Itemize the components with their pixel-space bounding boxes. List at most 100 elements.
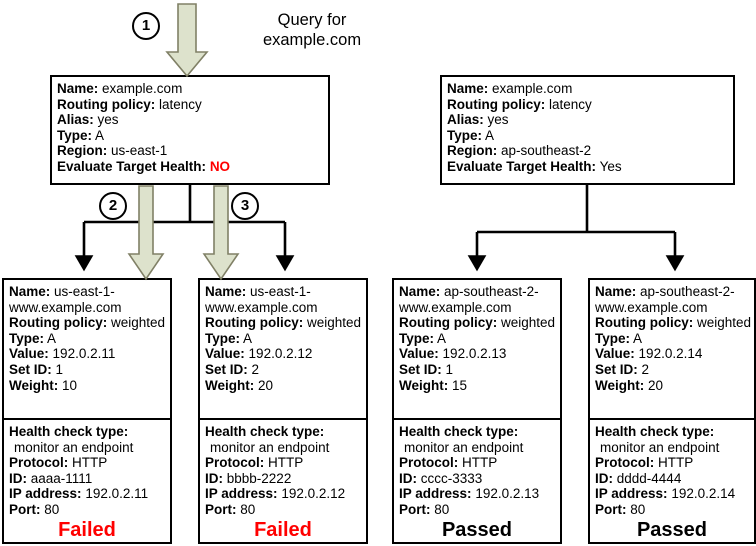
row-key: Value: bbox=[399, 346, 439, 362]
health-check-row: Protocol: HTTP bbox=[205, 455, 361, 471]
row-key: Alias: bbox=[447, 112, 484, 128]
row-value: 192.0.2.12 bbox=[248, 346, 313, 362]
row-value: 10 bbox=[62, 377, 78, 393]
step-marker-2: 2 bbox=[99, 192, 127, 220]
row-key: Routing policy: bbox=[595, 315, 694, 331]
row-value: 20 bbox=[258, 377, 274, 393]
row-key: Protocol: bbox=[595, 455, 655, 471]
row-key: Type: bbox=[9, 330, 45, 346]
record-name-continuation: www.example.com bbox=[595, 299, 708, 315]
record-row: Routing policy: weighted bbox=[595, 315, 752, 331]
row-key: Name: bbox=[447, 81, 489, 96]
health-check-row: Port: 80 bbox=[205, 502, 361, 518]
row-value: 80 bbox=[630, 501, 646, 517]
row-value: ap-southeast-2 bbox=[501, 143, 592, 159]
row-value: us-east-1- bbox=[54, 284, 115, 299]
row-value: 2 bbox=[641, 361, 650, 377]
row-value: weighted bbox=[307, 315, 362, 331]
row-key: Type: bbox=[399, 330, 435, 346]
health-check-type-label: Health check type: bbox=[399, 424, 555, 440]
row-value: example.com bbox=[102, 81, 183, 96]
health-check-row: IP address: 192.0.2.11 bbox=[9, 486, 165, 502]
row-value: us-east-1- bbox=[250, 284, 311, 299]
health-check-row: ID: bbbb-2222 bbox=[205, 471, 361, 487]
row-key: Weight: bbox=[9, 377, 59, 393]
row-key: Set ID: bbox=[595, 361, 638, 377]
row-key: Protocol: bbox=[9, 455, 69, 471]
health-check-status-badge: Passed bbox=[441, 518, 513, 541]
health-check-4: Health check type: monitor an endpoint P… bbox=[588, 418, 756, 544]
health-check-type-value: monitor an endpoint bbox=[404, 439, 524, 455]
health-check-row: ID: aaaa-1111 bbox=[9, 471, 165, 487]
row-key: Port: bbox=[205, 501, 237, 517]
record-row: Type: A bbox=[595, 331, 749, 347]
row-key: Port: bbox=[399, 501, 431, 517]
row-value: yes bbox=[487, 112, 509, 128]
record-name-row: Name: us-east-1- bbox=[205, 284, 361, 300]
health-check-row: ID: cccc-3333 bbox=[399, 471, 555, 487]
row-value: 192.0.2.11 bbox=[52, 346, 116, 362]
health-check-row: Port: 80 bbox=[9, 502, 165, 518]
row-key: Health check type: bbox=[399, 424, 519, 439]
step-marker-1: 1 bbox=[132, 12, 160, 40]
record-row: Value: 192.0.2.12 bbox=[205, 346, 361, 362]
row-key: Weight: bbox=[205, 377, 255, 393]
row-key: Weight: bbox=[399, 377, 449, 393]
row-key: Protocol: bbox=[399, 455, 459, 471]
row-key: Evaluate Target Health: bbox=[447, 158, 597, 174]
record-row: Set ID: 2 bbox=[595, 362, 749, 378]
health-check-row: ID: dddd-4444 bbox=[595, 471, 749, 487]
row-key: Set ID: bbox=[9, 361, 52, 377]
row-key: Routing policy: bbox=[57, 96, 156, 112]
row-value: aaaa-1111 bbox=[30, 470, 93, 486]
row-value: NO bbox=[209, 158, 231, 174]
health-check-type-label: Health check type: bbox=[9, 424, 165, 440]
health-check-row: IP address: 192.0.2.13 bbox=[399, 486, 555, 502]
row-value: weighted bbox=[697, 315, 752, 331]
row-key: Evaluate Target Health: bbox=[57, 158, 207, 174]
record-row: Weight: 15 bbox=[399, 378, 555, 394]
row-value: latency bbox=[549, 96, 592, 112]
row-key: Set ID: bbox=[399, 361, 442, 377]
row-key: Routing policy: bbox=[9, 315, 108, 331]
query-label-line1: Query for bbox=[277, 11, 347, 29]
health-check-status-badge: Failed bbox=[58, 518, 116, 541]
row-value: 192.0.2.14 bbox=[638, 346, 703, 362]
record-name-continuation: www.example.com bbox=[205, 299, 318, 315]
row-key: Value: bbox=[9, 346, 49, 362]
record-row: Weight: 20 bbox=[595, 378, 749, 394]
record-row: Set ID: 2 bbox=[205, 362, 361, 378]
record-row: Value: 192.0.2.11 bbox=[9, 346, 165, 362]
alias-record-us-east-1: Name: example.com Routing policy: latenc… bbox=[50, 75, 330, 185]
row-value: latency bbox=[159, 96, 202, 112]
record-row: Weight: 20 bbox=[205, 378, 361, 394]
row-value: 192.0.2.13 bbox=[442, 346, 507, 362]
health-check-type-value: monitor an endpoint bbox=[210, 439, 330, 455]
row-key: ID: bbox=[399, 470, 417, 486]
health-check-2: Health check type: monitor an endpoint P… bbox=[198, 418, 368, 544]
row-value: bbbb-2222 bbox=[226, 470, 292, 486]
query-label: Query for example.com bbox=[212, 10, 412, 50]
row-value: 20 bbox=[648, 377, 664, 393]
row-key: Protocol: bbox=[205, 455, 265, 471]
row-key: Name: bbox=[399, 284, 441, 299]
row-value: 80 bbox=[44, 501, 60, 517]
row-value: dddd-4444 bbox=[616, 470, 682, 486]
row-value: 1 bbox=[55, 361, 64, 377]
health-check-type-value: monitor an endpoint bbox=[600, 439, 720, 455]
health-check-row: Port: 80 bbox=[595, 502, 749, 518]
health-check-row: Port: 80 bbox=[399, 502, 555, 518]
row-key: Health check type: bbox=[595, 424, 715, 439]
row-key: IP address: bbox=[9, 486, 82, 502]
alias-row: Type: A bbox=[447, 128, 728, 144]
row-value: A bbox=[633, 330, 643, 346]
health-check-row: Protocol: HTTP bbox=[9, 455, 165, 471]
row-value: A bbox=[243, 330, 253, 346]
row-value: example.com bbox=[492, 81, 573, 96]
row-key: Health check type: bbox=[9, 424, 129, 439]
alias-row: Alias: yes bbox=[57, 112, 323, 128]
record-name-row: Name: ap-southeast-2- bbox=[399, 284, 555, 300]
row-key: Type: bbox=[57, 127, 93, 143]
health-check-type-label: Health check type: bbox=[595, 424, 749, 440]
